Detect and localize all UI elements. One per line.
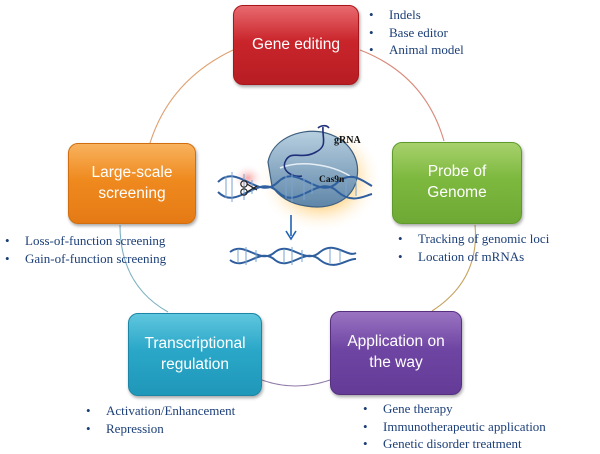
list-item: Immunotherapeutic application — [363, 418, 546, 436]
application-list: Gene therapy Immunotherapeutic applicati… — [363, 400, 546, 453]
node-screening-label: Large-scale screening — [91, 163, 173, 202]
node-transcriptional-regulation: Transcriptional regulation — [128, 313, 262, 396]
list-item: Gain-of-function screening — [5, 250, 166, 268]
cas9n-label: Cas9n — [319, 175, 345, 185]
grna-label: gRNA — [334, 135, 361, 146]
dna-helix-bottom — [229, 246, 357, 266]
list-item: Animal model — [369, 41, 464, 59]
node-transcriptional-label: Transcriptional regulation — [144, 334, 246, 373]
node-application-label: Application on the way — [347, 333, 445, 371]
node-probe-of-genome-label: Probe of Genome — [427, 163, 487, 201]
dna-rungs-top — [225, 172, 357, 202]
list-item: Genetic disorder treatment — [363, 435, 546, 453]
list-item: Tracking of genomic loci — [398, 230, 549, 248]
node-gene-editing-label: Gene editing — [252, 35, 340, 53]
probe-of-genome-list: Tracking of genomic loci Location of mRN… — [398, 230, 549, 265]
transcriptional-list: Activation/Enhancement Repression — [86, 402, 235, 437]
gene-editing-list: Indels Base editor Animal model — [369, 6, 464, 59]
list-item: Location of mRNAs — [398, 248, 549, 266]
screening-list: Loss-of-function screening Gain-of-funct… — [5, 232, 166, 267]
scissors-icon — [240, 180, 258, 196]
connector-arc — [261, 379, 331, 387]
crispr-complex-illustration: gRNA Cas9n — [217, 123, 382, 266]
node-gene-editing: Gene editing — [233, 5, 359, 85]
list-item: Indels — [369, 6, 464, 24]
cas9-highlight — [279, 163, 351, 177]
list-item: Base editor — [369, 24, 464, 42]
node-probe-of-genome: Probe of Genome — [392, 142, 522, 224]
grna-tip — [317, 124, 330, 129]
down-arrow-icon — [285, 215, 297, 241]
connector-arc — [149, 49, 234, 144]
dna-rungs-bottom — [237, 247, 341, 265]
grna-strand — [283, 126, 325, 178]
list-item: Gene therapy — [363, 400, 546, 418]
list-item: Repression — [86, 420, 235, 438]
list-item: Loss-of-function screening — [5, 232, 166, 250]
node-application-on-the-way: Application on the way — [330, 311, 462, 395]
node-large-scale-screening: Large-scale screening — [68, 143, 196, 224]
list-item: Activation/Enhancement — [86, 402, 235, 420]
connector-arc — [359, 49, 445, 142]
